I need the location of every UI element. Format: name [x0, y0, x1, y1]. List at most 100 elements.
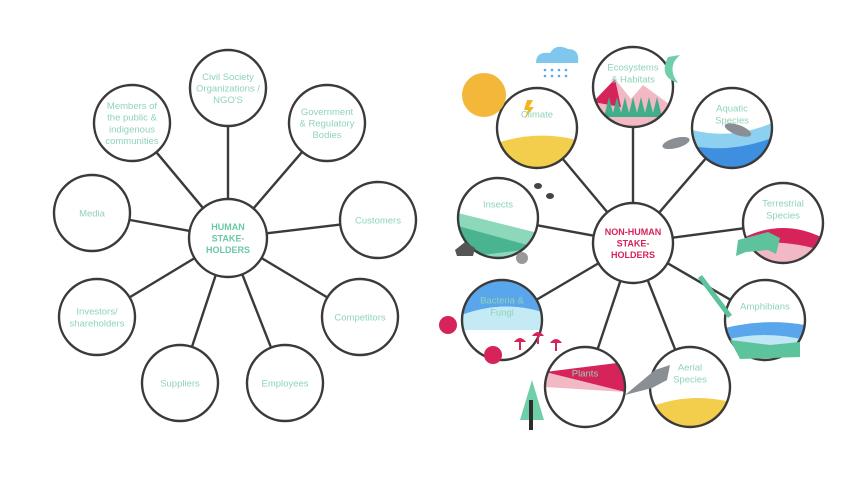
node-label: the public &: [107, 113, 157, 124]
insects-illustration: [458, 213, 538, 258]
node-label: NGO'S: [213, 95, 243, 106]
node-circle: [57, 277, 137, 357]
node-label: Employees: [262, 379, 309, 390]
sun-icon: [462, 73, 506, 117]
plants-illustration: [545, 362, 625, 392]
node-suppliers[interactable]: Suppliers: [140, 343, 220, 423]
node-circle: [591, 45, 675, 129]
center-node[interactable]: HUMAN STAKE-HOLDERS: [187, 197, 269, 279]
climate-illustration: [497, 100, 577, 168]
non-human-stakeholder-diagram: Ecosystems& HabitatsAquaticSpeciesTerres…: [456, 45, 825, 429]
frog-icon: [730, 340, 800, 359]
center-label: HOLDERS: [206, 245, 250, 255]
connector-line: [666, 262, 732, 301]
node-label: Media: [79, 209, 106, 220]
node-label: indigenous: [109, 124, 155, 135]
node-label: Organizations /: [196, 84, 260, 95]
beetle-icon: [516, 252, 528, 264]
aquatic-species-illustration: [692, 123, 772, 168]
node-circle: [320, 277, 400, 357]
mushroom-icon: [514, 338, 526, 350]
connector-line: [155, 151, 204, 209]
node-label: Species: [673, 374, 707, 385]
connector-line: [241, 273, 273, 349]
bee-icon: [546, 193, 554, 199]
node-label: Species: [766, 210, 800, 221]
node-circle: [460, 278, 544, 362]
center-circle: [187, 197, 269, 279]
center-label: HUMAN: [211, 222, 245, 232]
node-climate[interactable]: Climate: [495, 86, 579, 170]
node-bacteria-fungi[interactable]: Bacteria &Fungi: [460, 278, 544, 362]
rain-drop-icon: [550, 74, 554, 78]
connector-line: [561, 157, 609, 214]
node-circle: [741, 181, 825, 265]
ecosystems-habitats-illustration: [593, 79, 673, 127]
node-circle: [723, 278, 807, 362]
node-circle: [52, 173, 132, 253]
node-label: & Habitats: [611, 74, 655, 85]
connector-line: [266, 223, 341, 235]
tree-trunk: [529, 400, 533, 430]
bee-icon: [534, 183, 542, 189]
bird-icon: [625, 365, 670, 395]
bacteria-icon: [484, 346, 502, 364]
node-circle: [690, 86, 774, 170]
mushroom-icon: [532, 332, 544, 344]
node-label: Bacteria &: [480, 296, 524, 307]
node-circle: [245, 343, 325, 423]
connector-line: [596, 280, 622, 350]
node-label: Species: [715, 115, 749, 126]
bacteria-icon: [439, 316, 457, 334]
bear-icon: [736, 232, 780, 256]
node-circle: [543, 345, 627, 429]
node-media[interactable]: Media: [52, 173, 132, 253]
node-label: Members of: [107, 101, 158, 112]
rain-drop-icon: [557, 68, 561, 72]
node-label: Suppliers: [160, 379, 200, 390]
node-circle: [495, 86, 579, 170]
node-label: communities: [105, 136, 159, 147]
connector-line: [190, 274, 217, 348]
center-label: STAKE-: [212, 234, 245, 244]
center-label: STAKE-: [617, 239, 650, 249]
node-label: Ecosystems: [607, 63, 658, 74]
fish-icon: [662, 136, 690, 150]
connector-line: [260, 256, 329, 299]
node-circle: [338, 180, 418, 260]
node-plants[interactable]: Plants: [543, 345, 627, 429]
center-label: NON-HUMAN: [605, 227, 662, 237]
rain-drop-icon: [543, 68, 547, 72]
node-label: & Regulatory: [300, 119, 355, 130]
node-insects[interactable]: Insects: [456, 176, 540, 260]
node-label: Insects: [483, 200, 513, 211]
node-employees[interactable]: Employees: [245, 343, 325, 423]
node-label: Climate: [521, 110, 553, 121]
connector-line: [646, 279, 677, 351]
node-competitors[interactable]: Competitors: [320, 277, 400, 357]
ant-icon: [455, 242, 475, 256]
cloud-icon: [536, 46, 579, 63]
node-customers[interactable]: Customers: [338, 180, 418, 260]
node-ecosystems-habitats[interactable]: Ecosystems& Habitats: [591, 45, 675, 129]
node-label: Aquatic: [716, 104, 748, 115]
node-label: Customers: [355, 216, 401, 227]
node-investors[interactable]: Investors/shareholders: [57, 277, 137, 357]
node-label: Plants: [572, 369, 599, 380]
node-circle: [140, 343, 220, 423]
decorations: [439, 46, 800, 430]
node-label: Amphibians: [740, 302, 790, 313]
connector-line: [658, 157, 707, 214]
moon-icon: [664, 55, 680, 83]
node-label: Investors/: [76, 307, 118, 318]
rain-drop-icon: [564, 74, 568, 78]
node-label: Competitors: [334, 313, 385, 324]
